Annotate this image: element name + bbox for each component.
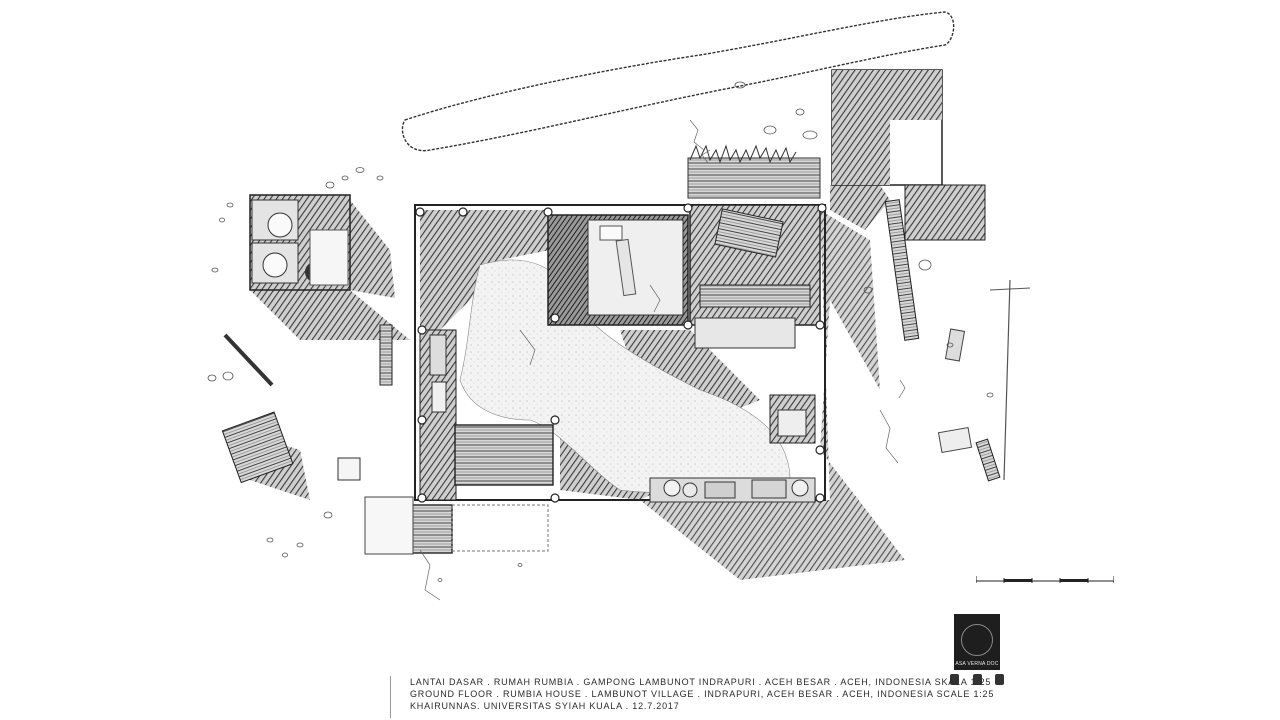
entrance-landing <box>364 496 414 555</box>
caption-line-credit: Khairunnas. Universitas Syiah Kuala . 12… <box>410 701 680 711</box>
hedge-outline <box>401 11 955 152</box>
caption-line-indonesian: Lantai Dasar . Rumah Rumbia . Gampong La… <box>410 677 992 687</box>
right-stool <box>944 328 966 362</box>
main-house-outline <box>414 204 826 501</box>
scale-bar-icon <box>976 576 1114 583</box>
rolled-mats <box>694 317 796 349</box>
sleeping-platform <box>454 424 554 486</box>
bed-pillow-1 <box>599 225 623 241</box>
outbuilding-shadow-2 <box>250 290 410 340</box>
left-bench <box>429 334 447 376</box>
caption-line-english: Ground Floor . Rumbia House . Lambunot V… <box>410 689 995 699</box>
clothesline <box>1003 279 1011 481</box>
project-logo: ASA VERNA DOC <box>954 614 1000 670</box>
ground-cracks <box>419 119 906 601</box>
woven-mat <box>714 208 784 258</box>
bed-pillow-2 <box>615 238 637 297</box>
drawing-caption: Lantai Dasar . Rumah Rumbia . Gampong La… <box>410 676 994 712</box>
sponsor-logos <box>950 674 1004 686</box>
left-bench-outside <box>379 324 393 386</box>
floor-shadow-1 <box>420 210 550 360</box>
ground-pebbles <box>207 81 994 582</box>
annex-shadow <box>830 185 890 230</box>
house-shadow <box>555 210 905 580</box>
pole <box>223 333 274 387</box>
right-cloth <box>937 426 973 454</box>
annex-hatch <box>832 70 942 185</box>
sponsor-icon <box>995 674 1004 685</box>
firewood-stack <box>699 284 811 308</box>
posts <box>415 203 827 503</box>
small-box <box>337 457 361 481</box>
right-plank <box>975 438 1001 482</box>
seal-icon <box>961 624 993 656</box>
entrance-steps <box>411 504 453 554</box>
floor-shadow-3 <box>620 330 760 420</box>
leaning-pole <box>884 199 920 341</box>
thatch-bundle <box>687 157 821 199</box>
outbuilding-shadow <box>350 200 395 298</box>
logo-label: ASA VERNA DOC <box>955 661 999 667</box>
left-cabinet <box>431 381 447 413</box>
sponsor-icon <box>972 674 982 685</box>
sponsor-icon <box>950 674 959 685</box>
steps-outline <box>451 504 549 552</box>
caption-rule <box>390 676 391 718</box>
annex-small <box>904 184 986 241</box>
left-wall-strip <box>419 329 457 501</box>
wood-planks-pile <box>221 411 294 484</box>
